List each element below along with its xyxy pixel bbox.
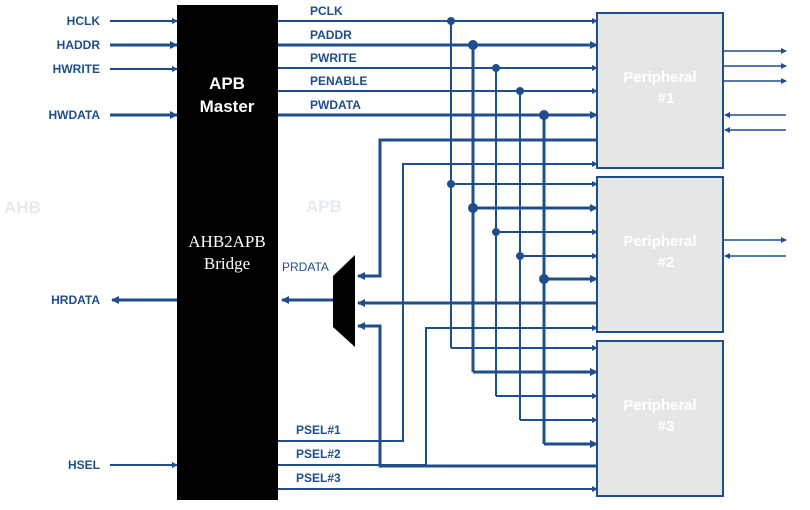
master-title-2: Master xyxy=(200,97,255,116)
peripheral-2-box xyxy=(596,176,724,333)
apb-zone-label: APB xyxy=(306,197,342,216)
hclk-label: HCLK xyxy=(67,14,101,28)
peripheral-io-wires xyxy=(723,48,787,259)
psel2-label: PSEL#2 xyxy=(296,447,341,461)
hsel-label: HSEL xyxy=(68,458,100,472)
peripheral-1-name: Peripheral xyxy=(623,69,696,86)
pwrite-label: PWRITE xyxy=(310,51,357,65)
ahb-input-wires xyxy=(110,18,178,468)
peripheral-1-num: #1 xyxy=(658,90,675,107)
haddr-label: HADDR xyxy=(57,38,101,52)
peripheral-2-name: Peripheral xyxy=(623,233,696,250)
paddr-label: PADDR xyxy=(310,28,352,42)
pclk-label: PCLK xyxy=(310,4,343,18)
master-title-1: APB xyxy=(209,74,245,93)
peripheral-3-num: #3 xyxy=(658,418,675,435)
psel1-label: PSEL#1 xyxy=(296,423,341,437)
penable-label: PENABLE xyxy=(310,74,367,88)
peripheral-2-num: #2 xyxy=(658,254,675,271)
hwrite-label: HWRITE xyxy=(53,62,100,76)
prdata-return-wires xyxy=(281,138,597,468)
peripheral-3-name: Peripheral xyxy=(623,397,696,414)
bridge-title-1: AHB2APB xyxy=(188,232,265,251)
pwdata-label: PWDATA xyxy=(310,98,361,112)
apb-master-block xyxy=(177,5,278,500)
junction-dots xyxy=(447,17,549,284)
bridge-title-2: Bridge xyxy=(204,254,250,273)
psel3-label: PSEL#3 xyxy=(296,471,341,485)
peripheral-1-box xyxy=(596,12,724,169)
peripheral-3-box xyxy=(596,340,724,497)
prdata-label: PRDATA xyxy=(282,260,329,274)
hrdata-label: HRDATA xyxy=(51,293,100,307)
prdata-mux xyxy=(333,255,355,347)
ahb-zone-label: AHB xyxy=(4,198,41,217)
hwdata-label: HWDATA xyxy=(48,108,100,122)
